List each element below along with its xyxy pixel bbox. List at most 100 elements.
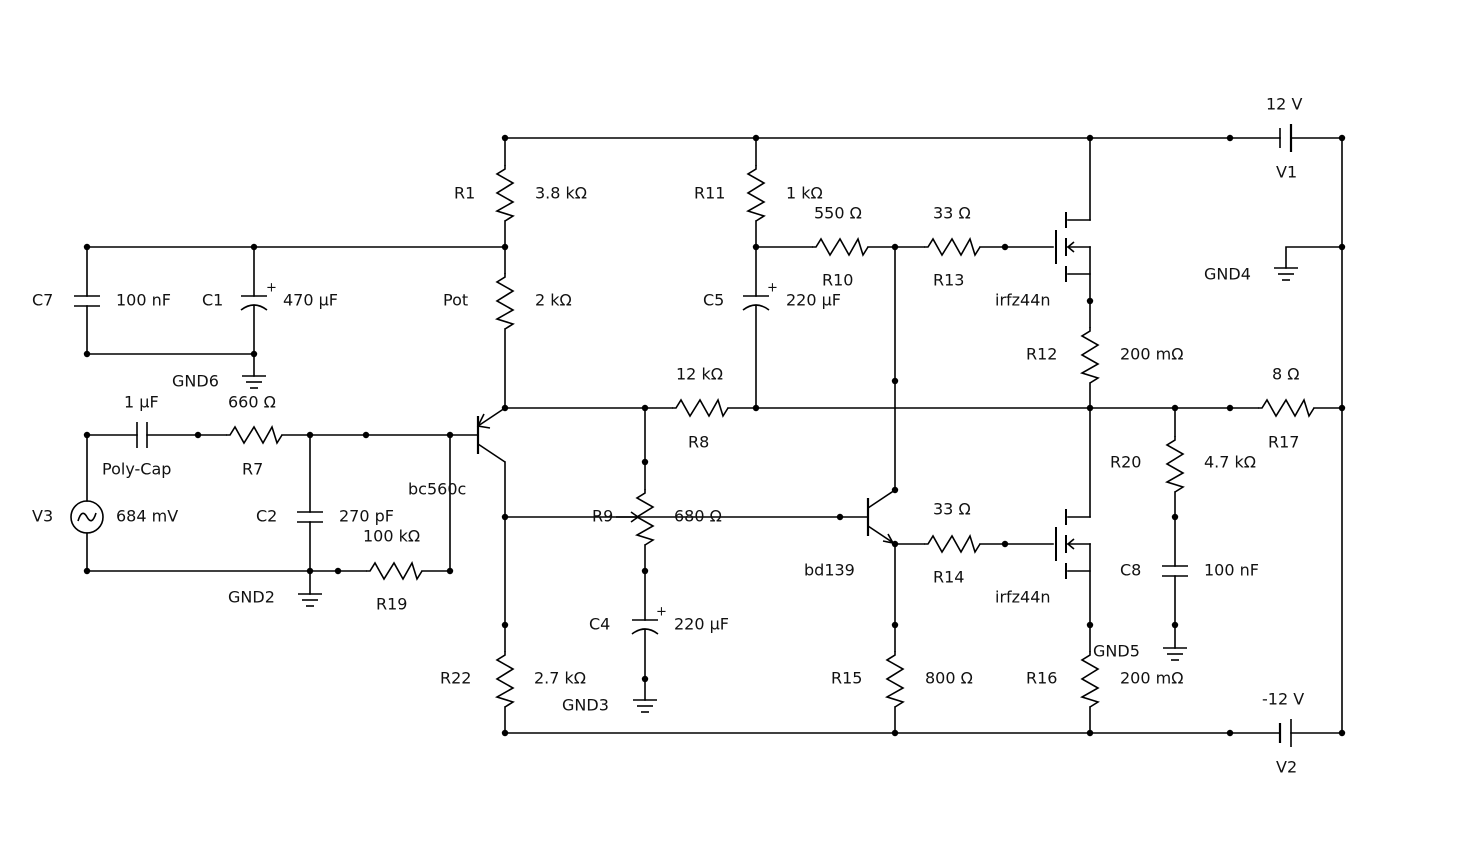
capacitor-c1[interactable]: + [240,281,277,311]
r19-value-label: 100 kΩ [363,527,420,546]
resistor-r1[interactable] [494,165,515,222]
junction [306,431,314,439]
junction [641,404,649,412]
r11-value-label: 1 kΩ [786,184,823,203]
r8-value-label: 12 kΩ [676,365,723,384]
mosfet-m1[interactable] [1055,212,1075,282]
capacitor-c8[interactable] [1162,565,1188,577]
r13-value-label: 33 Ω [933,204,971,223]
resistor-r14[interactable] [924,533,981,554]
resistor-r16[interactable] [1079,651,1100,708]
junction [501,134,509,142]
r22-value-label: 2.7 kΩ [534,669,586,688]
ground-gnd2-icon [298,593,322,607]
junction [1086,404,1094,412]
junction [501,621,509,629]
transistor-q2[interactable] [866,489,896,545]
junction [1086,729,1094,737]
junction [891,243,899,251]
c5-value-label: 220 µF [786,291,841,310]
junction [891,377,899,385]
capacitor-c7[interactable] [74,295,100,307]
c2-ref-label: C2 [256,507,277,526]
junction [306,567,314,575]
junction [83,350,91,358]
battery-v1[interactable] [1279,124,1293,152]
emitter-arrow-icon [476,413,491,429]
junction [250,243,258,251]
junction [752,243,760,251]
junction [1171,404,1179,412]
cin-value-label: 1 µF [124,393,159,412]
m1-model-label: irfz44n [995,291,1051,310]
r20-value-label: 4.7 kΩ [1204,453,1256,472]
r16-value-label: 200 mΩ [1120,669,1183,688]
r7-value-label: 660 Ω [228,393,276,412]
resistor-r7[interactable] [226,424,283,445]
gnd2-label: GND2 [228,588,275,607]
resistor-r12[interactable] [1079,327,1100,384]
capacitor-poly-cap[interactable] [136,422,148,448]
mosfet-arrow-icon [1066,241,1075,253]
resistor-r15[interactable] [884,651,905,708]
mosfet-m2[interactable] [1055,509,1075,579]
q2-model-label: bd139 [804,561,855,580]
ground-gnd5-icon [1163,647,1187,661]
junction [1338,243,1346,251]
capacitors: + + + [74,281,1188,635]
cin-ref-label: Poly-Cap [102,460,171,479]
resistor-r20[interactable] [1164,436,1185,493]
resistor-r13[interactable] [924,236,981,257]
r17-ref-label: R17 [1268,433,1299,452]
v1-value-label: 12 V [1266,95,1302,114]
ac-source-v3[interactable] [70,500,104,534]
ground-symbols [242,267,1298,713]
v3-value-label: 684 mV [116,507,178,526]
c8-ref-label: C8 [1120,561,1141,580]
v2-ref-label: V2 [1276,758,1297,777]
r20-ref-label: R20 [1110,453,1141,472]
junction [1086,134,1094,142]
r10-ref-label: R10 [822,271,853,290]
pot-ref-label: Pot [443,291,468,310]
resistor-r22[interactable] [494,651,515,708]
junction [501,729,509,737]
resistor-pot[interactable] [494,273,515,330]
mosfet-arrow-icon [1066,538,1075,550]
junction [641,458,649,466]
r14-value-label: 33 Ω [933,500,971,519]
junction [891,621,899,629]
polarity-plus-icon: + [656,605,667,620]
resistor-r17[interactable] [1258,397,1315,418]
battery-v2[interactable] [1278,719,1292,747]
junction [752,404,760,412]
resistor-r11[interactable] [745,165,766,222]
junctions [83,134,1346,737]
c8-value-label: 100 nF [1204,561,1259,580]
resistor-r8[interactable] [672,397,729,418]
junction [1226,404,1234,412]
r1-ref-label: R1 [454,184,475,203]
v2-value-label: -12 V [1262,690,1304,709]
r9-ref-label: R9 [592,507,613,526]
junction [501,243,509,251]
junction [83,431,91,439]
c2-value-label: 270 pF [339,507,394,526]
capacitor-c5[interactable]: + [742,281,778,311]
resistor-r10[interactable] [812,236,869,257]
resistor-r19[interactable] [366,560,423,581]
junction [334,567,342,575]
junction [1001,540,1009,548]
r8-ref-label: R8 [688,433,709,452]
junction [501,513,509,521]
capacitor-c4[interactable]: + [631,605,667,635]
capacitor-c2[interactable] [297,511,323,523]
junction [1226,729,1234,737]
sources [70,124,1293,747]
junction [446,431,454,439]
m2-model-label: irfz44n [995,588,1051,607]
transistor-q1[interactable] [476,407,506,463]
r14-ref-label: R14 [933,568,964,587]
labels: 12 V V1 -12 V V2 V3 684 mV R1 3.8 kΩ R11… [32,95,1304,777]
